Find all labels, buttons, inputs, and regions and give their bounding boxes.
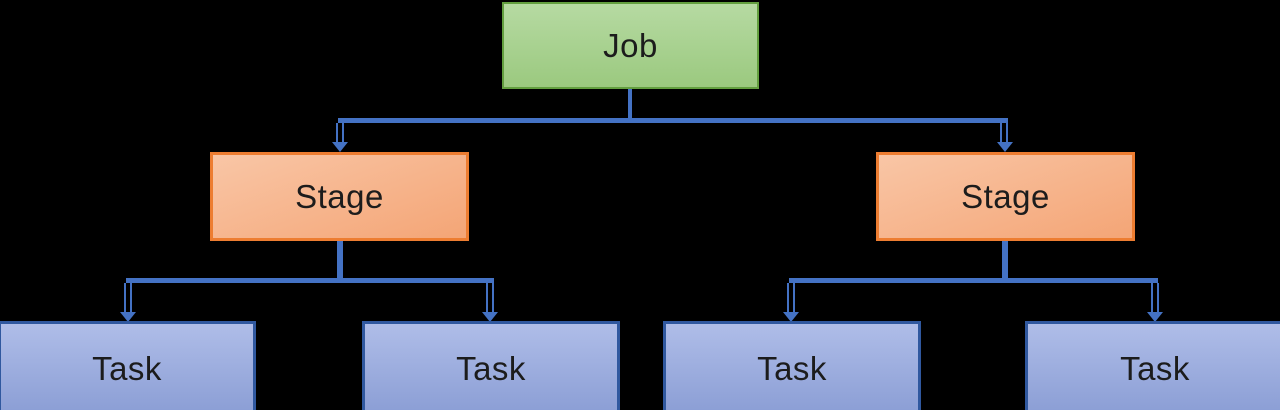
connector-stage-left-tasks-bus bbox=[126, 278, 494, 283]
connector-arrowhead-stage-left bbox=[332, 142, 348, 152]
connector-stage-left-stem bbox=[337, 241, 343, 279]
job-node-label: Job bbox=[603, 26, 658, 64]
connector-arrowhead-task-4 bbox=[1147, 312, 1163, 322]
task-node-1-label: Task bbox=[92, 349, 162, 387]
task-node-4-label: Task bbox=[1120, 349, 1190, 387]
connector-arrowhead-task-1 bbox=[120, 312, 136, 322]
connector-drop-task-4 bbox=[1151, 283, 1159, 313]
stage-node-right-label: Stage bbox=[961, 177, 1050, 215]
task-node-2: Task bbox=[362, 321, 620, 410]
connector-arrowhead-stage-right bbox=[997, 142, 1013, 152]
stage-node-left-label: Stage bbox=[295, 177, 384, 215]
connector-drop-stage-left bbox=[336, 123, 344, 143]
connector-drop-stage-right bbox=[1000, 123, 1008, 143]
task-node-3: Task bbox=[663, 321, 921, 410]
task-node-1: Task bbox=[0, 321, 256, 410]
task-node-2-label: Task bbox=[456, 349, 526, 387]
task-node-3-label: Task bbox=[757, 349, 827, 387]
task-node-4: Task bbox=[1025, 321, 1280, 410]
connector-drop-task-2 bbox=[486, 283, 494, 313]
connector-job-stem bbox=[628, 88, 632, 120]
job-node: Job bbox=[502, 2, 759, 89]
connector-arrowhead-task-2 bbox=[482, 312, 498, 322]
connector-arrowhead-task-3 bbox=[783, 312, 799, 322]
stage-node-left: Stage bbox=[210, 152, 469, 241]
stage-node-right: Stage bbox=[876, 152, 1135, 241]
connector-stage-right-stem bbox=[1002, 241, 1008, 279]
connector-job-stages-bus bbox=[338, 118, 1008, 123]
connector-drop-task-3 bbox=[787, 283, 795, 313]
connector-stage-right-tasks-bus bbox=[789, 278, 1158, 283]
connector-drop-task-1 bbox=[124, 283, 132, 313]
